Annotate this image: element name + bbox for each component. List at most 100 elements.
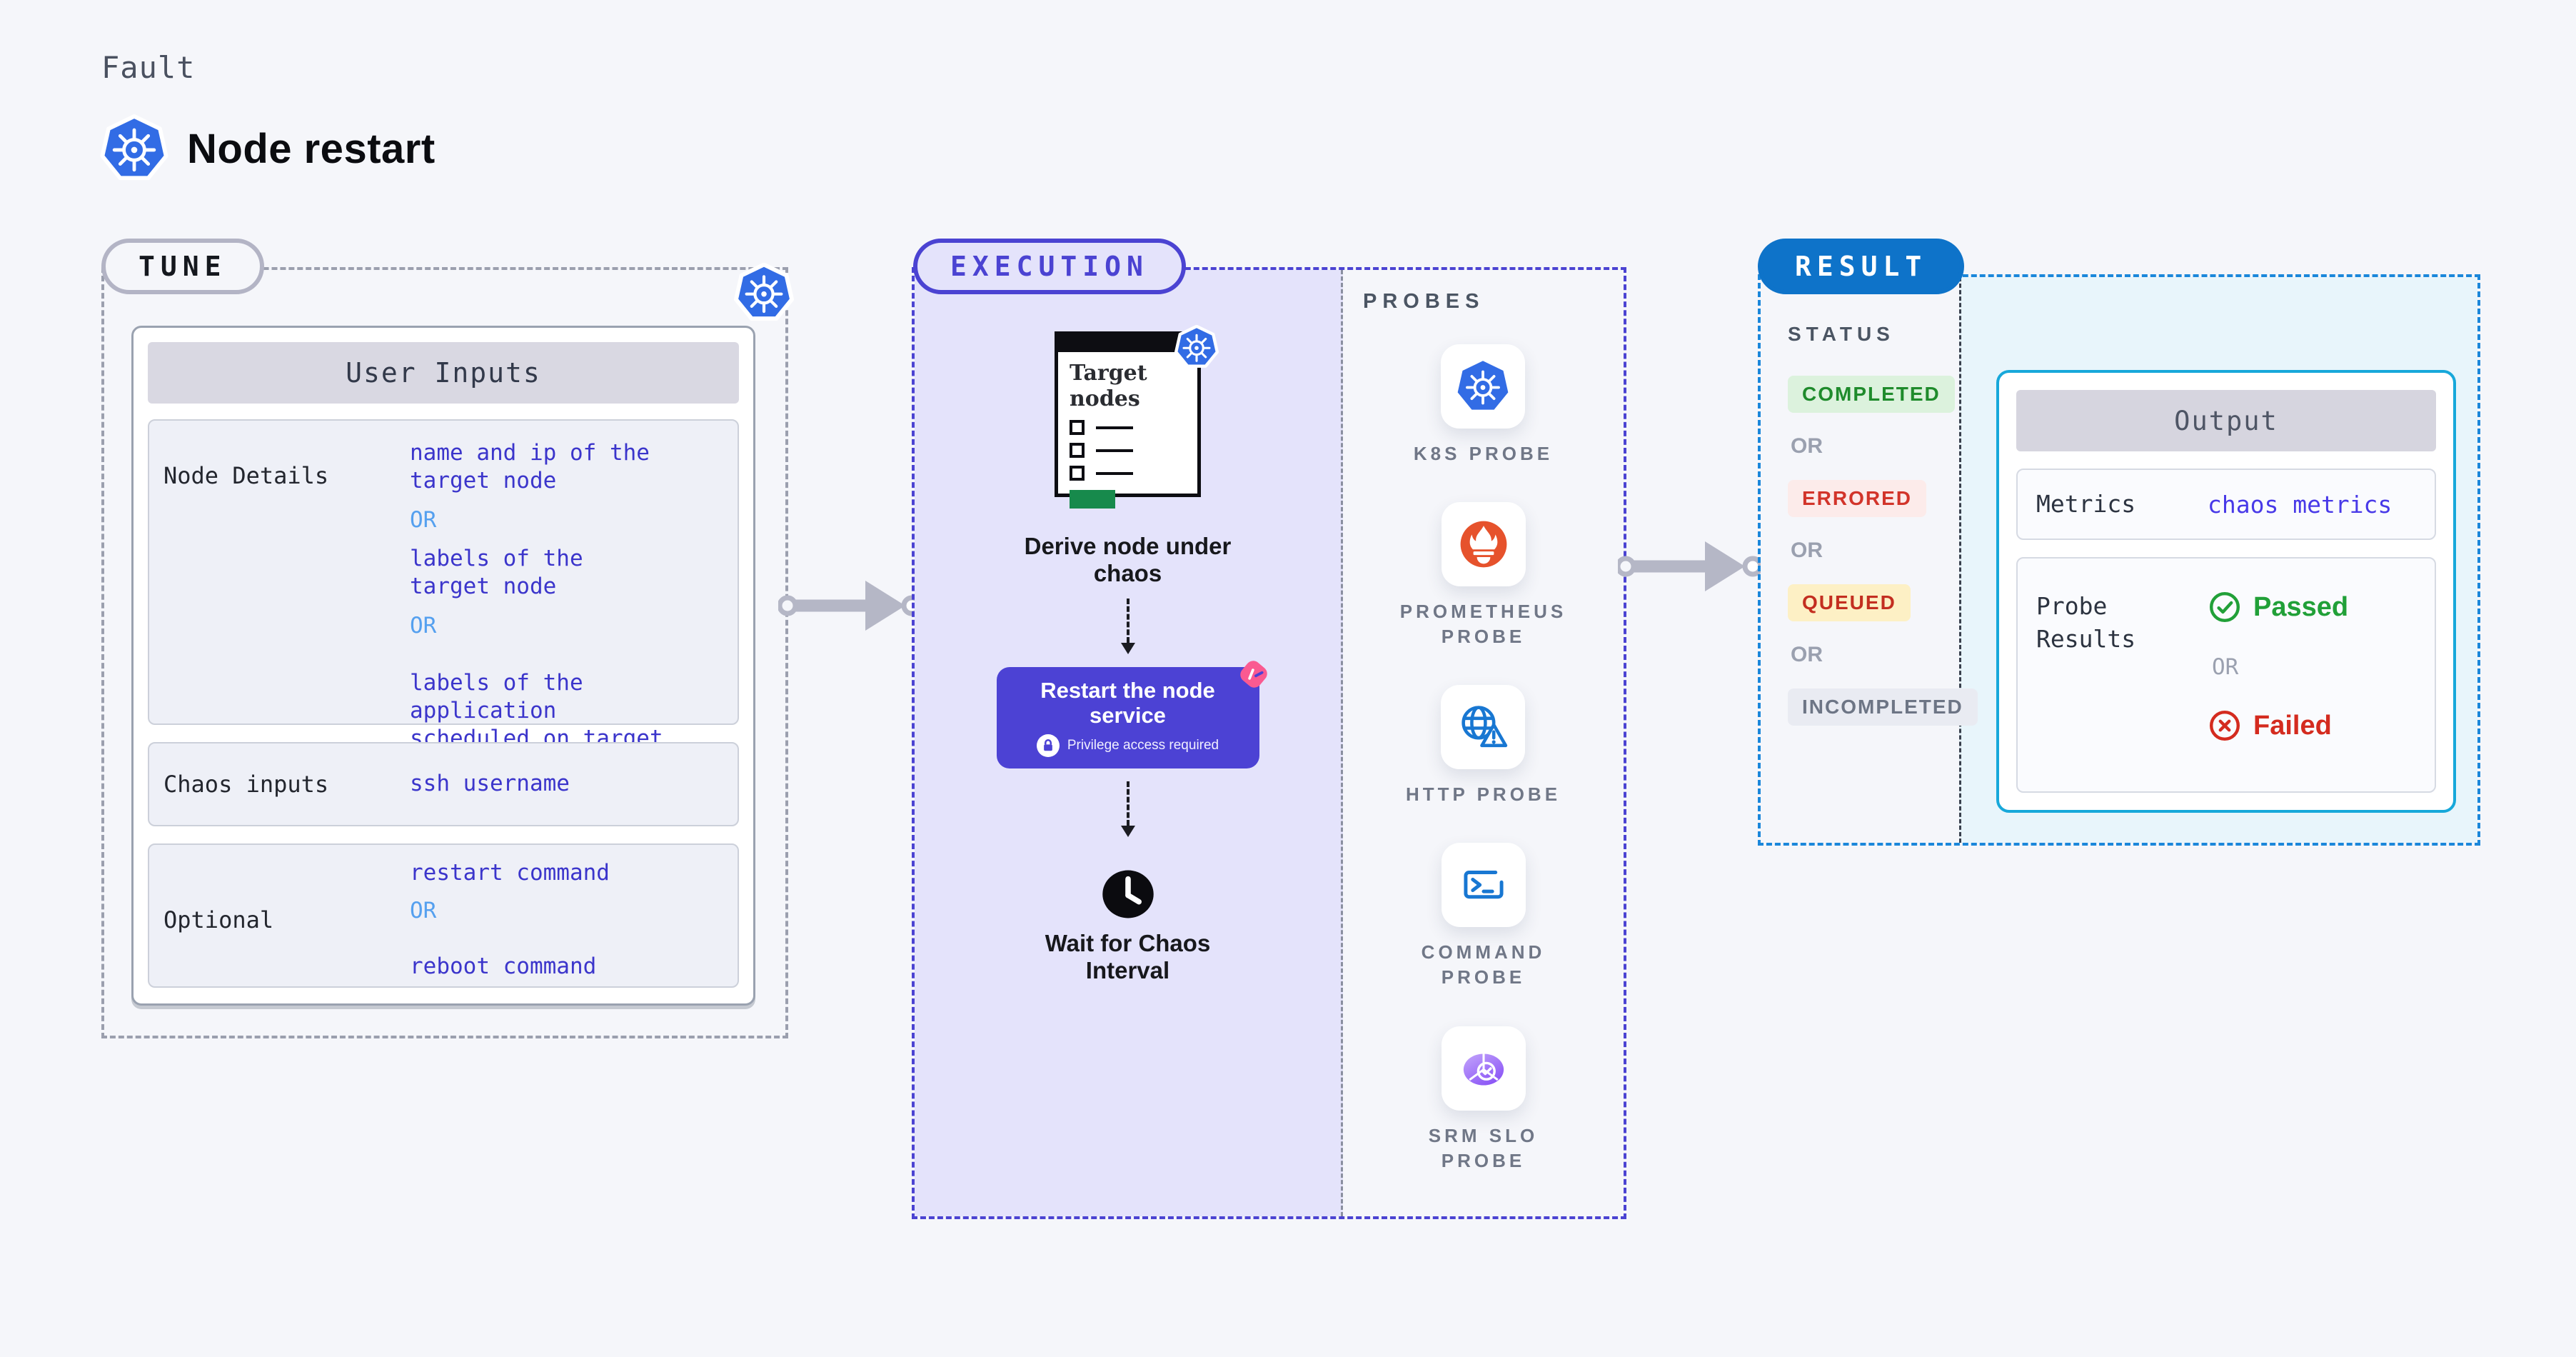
target-nodes-illustration: Target nodes [1055,325,1219,509]
or-separator: OR [1791,539,1823,562]
status-heading: STATUS [1788,323,1895,345]
probe-list: K8S PROBE PROMETHEUS PROBE [1396,344,1571,1173]
status-column: STATUS COMPLETED OR ERRORED OR QUEUED OR… [1788,323,1978,726]
probes-panel: PROBES [1343,270,1624,1216]
input-option: restart command [410,860,610,886]
prometheus-icon [1441,502,1526,587]
checklist-row [1070,466,1197,481]
probe-label: HTTP PROBE [1405,783,1561,806]
or-separator: OR [410,898,437,924]
user-inputs-rows: Node Details name and ip of the target n… [148,419,739,988]
result-divider [1959,277,1961,843]
arrowhead-icon [1120,642,1135,654]
kubernetes-icon [1441,344,1526,429]
input-option: name and ip of the target node [410,440,650,494]
restart-step-title: Restart the node service [1040,678,1215,728]
list-item-srm-slo-probe: SRM SLO PROBE [1396,1026,1571,1173]
input-option: ssh username [410,771,570,797]
row-label: Optional [163,906,274,934]
table-row: Metrics chaos metrics [2016,469,2436,540]
tune-section [101,267,788,1038]
checklist-row [1070,420,1197,435]
status-badge: QUEUED [1788,584,1911,621]
checkbox-icon [1070,466,1085,481]
dashed-line [1126,781,1129,826]
page-title: Node restart [187,125,436,172]
list-line [1096,449,1133,452]
list-line [1096,471,1133,475]
clipboard-title: Target nodes [1070,361,1147,411]
row-label: Chaos inputs [163,771,329,798]
x-circle-icon [2208,708,2242,743]
execution-section-pill: EXECUTION [913,239,1186,294]
kubernetes-icon [734,263,794,323]
probe-label: COMMAND PROBE [1421,941,1546,988]
or-separator: OR [2212,654,2239,680]
green-button-shape [1070,490,1115,509]
dashed-line [1126,598,1129,643]
output-header: Output [2016,390,2436,451]
probe-label: K8S PROBE [1413,443,1554,464]
user-inputs-card: User Inputs Node Details name and ip of … [131,326,755,1006]
restart-node-service-step: Restart the node service Privilege acces… [996,661,1267,768]
fault-title-row: Node restart [100,114,436,183]
passed-verdict: Passed [2208,590,2348,624]
flow-arrow-down [1120,598,1135,654]
arrowhead-icon [1120,825,1135,837]
fault-eyebrow: Fault [101,50,196,85]
list-item-prometheus-probe: PROMETHEUS PROBE [1396,502,1571,649]
table-row: Node Details name and ip of the target n… [148,419,739,779]
status-badge: INCOMPLETED [1788,688,1978,726]
failed-label: Failed [2253,710,2332,741]
passed-label: Passed [2253,591,2349,622]
row-values: restart command OR reboot command [410,859,725,981]
terminal-icon [1441,843,1526,928]
row-values: ssh username [410,770,725,798]
status-list: COMPLETED OR ERRORED OR QUEUED OR INCOMP… [1788,376,1978,726]
status-badge: ERRORED [1788,480,1927,517]
probe-results-values: Passed OR Failed [2208,590,2427,777]
privilege-note-label: Privilege access required [1067,737,1219,753]
flow-arrow-down [1120,781,1135,837]
slo-donut-check-icon [1441,1026,1526,1111]
failed-verdict: Failed [2208,708,2332,743]
tune-to-execution-arrow [778,571,921,640]
http-globe-warning-icon [1441,685,1526,770]
checklist-row [1070,443,1197,458]
or-separator: OR [1791,643,1823,666]
result-section: STATUS COMPLETED OR ERRORED OR QUEUED OR… [1758,274,2480,846]
checkbox-icon [1070,443,1085,458]
table-row: Chaos inputs ssh username [148,742,739,826]
input-option: labels of the target node [410,546,583,600]
or-separator: OR [1791,434,1823,458]
input-option: reboot command [410,953,597,980]
probes-to-result-arrow [1618,532,1761,601]
execution-section: Target nodes [912,267,1626,1219]
probes-heading: PROBES [1363,290,1485,313]
tune-section-pill: TUNE [101,239,264,294]
table-row: Probe Results Passed OR [2016,557,2436,793]
list-item-k8s-probe: K8S PROBE [1414,344,1553,466]
or-separator: OR [410,507,437,534]
row-label: Node Details [163,462,329,489]
metrics-value: chaos metrics [2208,490,2393,519]
privilege-note: Privilege access required [1036,733,1219,757]
result-section-pill: RESULT [1758,239,1965,294]
or-separator: OR [410,613,437,639]
wait-chaos-interval-caption: Wait for Chaos Interval [1045,929,1211,983]
row-label: Probe Results [2036,592,2136,654]
litmus-chaos-icon [1234,654,1274,694]
probe-label: SRM SLO PROBE [1428,1124,1539,1171]
row-values: name and ip of the target node OR labels… [410,435,725,781]
output-card: Output Metrics chaos metrics Probe Resul… [1996,370,2456,813]
user-inputs-header: User Inputs [148,342,739,404]
kubernetes-icon [100,114,168,183]
list-item-http-probe: HTTP PROBE [1406,685,1561,807]
clock-icon [1101,867,1155,921]
table-row: Optional restart command OR reboot comma… [148,843,739,988]
list-item-command-probe: COMMAND PROBE [1396,843,1571,990]
checkbox-icon [1070,420,1085,435]
row-label: Metrics [2036,489,2136,518]
list-line [1096,426,1133,429]
